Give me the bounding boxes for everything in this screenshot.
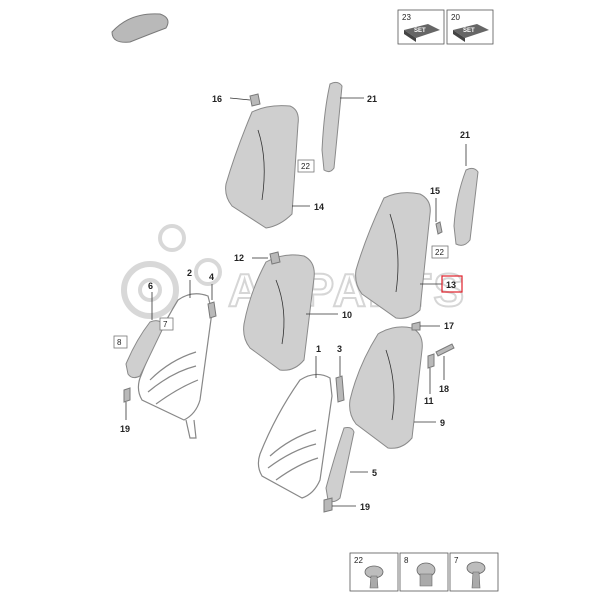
part-6-pad[interactable]: [125, 320, 165, 379]
callout-4[interactable]: 4: [209, 272, 214, 282]
callout-21-upper[interactable]: 21: [367, 94, 377, 104]
ref-box-7[interactable]: 7: [159, 317, 174, 331]
ref-box-22-right-label: 22: [435, 248, 444, 257]
callout-19-left[interactable]: 19: [120, 424, 130, 434]
screw-box-7[interactable]: 7: [449, 552, 499, 592]
screw-box-22-number: 22: [354, 556, 363, 565]
part-18-rod[interactable]: [435, 343, 455, 357]
part-10-backrest-shell[interactable]: [243, 254, 315, 371]
callout-16[interactable]: 16: [212, 94, 222, 104]
part-3-rod[interactable]: [335, 375, 345, 403]
part-21-right-trim[interactable]: [453, 167, 479, 246]
kit-20[interactable]: 20 SET: [446, 9, 494, 45]
gear-icon: [121, 224, 222, 319]
callout-14[interactable]: 14: [314, 202, 324, 212]
callout-13[interactable]: 13: [446, 280, 456, 290]
ref-box-22-upper[interactable]: 22: [297, 159, 315, 173]
part-9-backrest-shell[interactable]: [349, 326, 423, 449]
callout-6[interactable]: 6: [148, 281, 153, 291]
ref-box-22-upper-label: 22: [301, 162, 310, 171]
callout-19-bottom[interactable]: 19: [360, 502, 370, 512]
part-15-pin[interactable]: [435, 221, 443, 235]
screw-box-7-number: 7: [454, 556, 459, 565]
callout-12[interactable]: 12: [234, 253, 244, 263]
callout-1[interactable]: 1: [316, 344, 321, 354]
screw-box-8-number: 8: [404, 556, 409, 565]
ref-box-22-right[interactable]: 22: [431, 245, 449, 259]
leader-lines: [125, 97, 467, 507]
callout-2[interactable]: 2: [187, 268, 192, 278]
screw-box-22[interactable]: 22: [349, 552, 399, 592]
part-12-clip[interactable]: [269, 251, 281, 265]
part-1-seat-frame[interactable]: [257, 373, 333, 499]
kit-20-number: 20: [451, 13, 460, 22]
ref-box-8-label: 8: [117, 338, 122, 347]
part-19-bottom-screw[interactable]: [323, 497, 333, 513]
part-21-upper-trim[interactable]: [321, 81, 343, 173]
ref-box-7-label: 7: [163, 320, 168, 329]
part-17-clip[interactable]: [411, 321, 421, 331]
callout-18[interactable]: 18: [439, 384, 449, 394]
kit-23[interactable]: 23 SET: [397, 9, 445, 45]
part-11-clip[interactable]: [427, 353, 435, 369]
seat-thumbnail-icon: [111, 13, 169, 43]
part-16-clip[interactable]: [249, 93, 261, 107]
kit-23-set-label: SET: [414, 28, 426, 34]
callout-9[interactable]: 9: [440, 418, 445, 428]
part-14-backrest-shell[interactable]: [225, 105, 299, 229]
ref-box-8[interactable]: 8: [113, 335, 128, 349]
kit-20-set-label: SET: [463, 28, 475, 34]
callout-3[interactable]: 3: [337, 344, 342, 354]
part-4-clip[interactable]: [207, 301, 217, 319]
callout-5[interactable]: 5: [372, 468, 377, 478]
part-13-backrest-shell[interactable]: [355, 192, 431, 319]
callout-11[interactable]: 11: [424, 396, 434, 406]
callout-labels: 1 2 3 4 5 6 9 10 11 12 13 14 15 16 17 18…: [120, 94, 470, 512]
screw-box-8[interactable]: 8: [399, 552, 449, 592]
callout-17[interactable]: 17: [444, 321, 454, 331]
callout-15[interactable]: 15: [430, 186, 440, 196]
kit-23-number: 23: [402, 13, 411, 22]
part-19-left-screw[interactable]: [123, 387, 131, 403]
callout-10[interactable]: 10: [342, 310, 352, 320]
part-5-side-trim[interactable]: [325, 427, 355, 503]
callout-13-highlight-box: [441, 275, 463, 293]
callout-21-right[interactable]: 21: [460, 130, 470, 140]
